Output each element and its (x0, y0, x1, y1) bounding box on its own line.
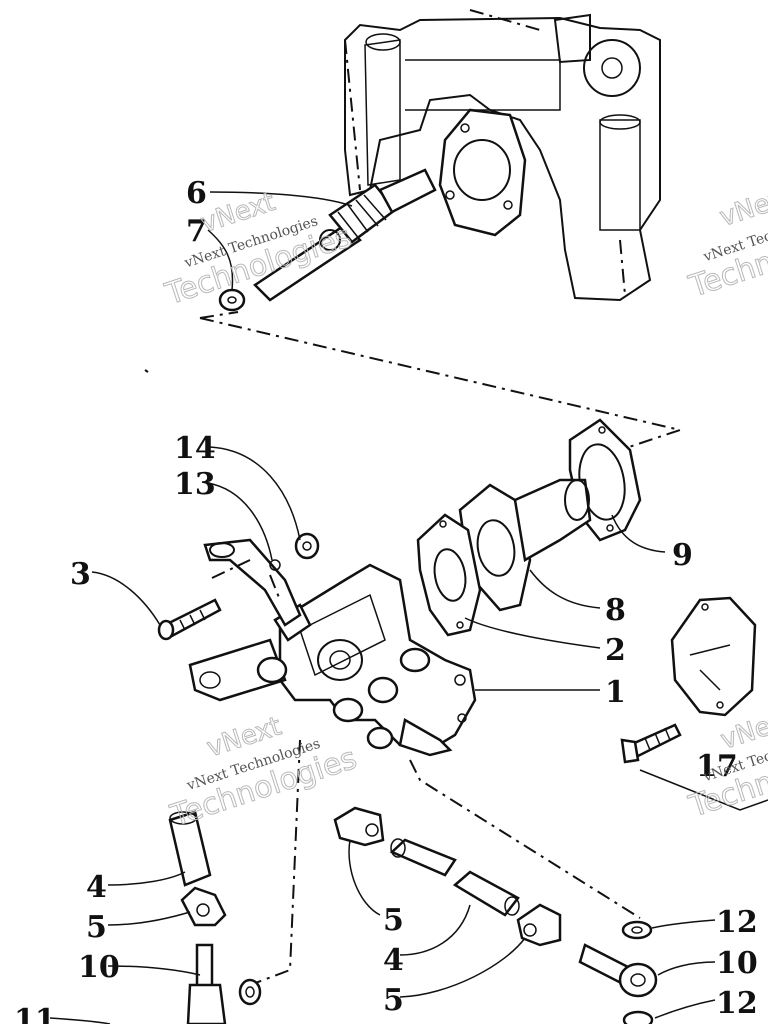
control-lever-13 (203, 538, 302, 627)
callout-10-right: 10 (716, 946, 758, 981)
clamp-upper-right (333, 806, 385, 847)
screw-3 (157, 598, 222, 641)
crankcase-pump-flange (438, 108, 527, 237)
callout-2: 2 (605, 633, 626, 668)
oil-line-left (168, 810, 212, 887)
callout-13: 13 (174, 467, 216, 502)
callout-8: 8 (605, 593, 626, 628)
washer-left (238, 978, 262, 1006)
callout-4-left: 4 (86, 870, 107, 905)
watermark-top-right: vNext Technologies vNext Technologies (684, 180, 768, 305)
callout-5-lower-right: 5 (383, 983, 404, 1018)
pump-drive-shaft (253, 168, 437, 302)
callout-9: 9 (672, 538, 693, 573)
callout-5-left: 5 (86, 910, 107, 945)
callout-6: 6 (186, 176, 207, 211)
callout-17: 17 (696, 749, 738, 784)
callout-14: 14 (174, 431, 216, 466)
watermark-top-left: vNext Technologies vNext Technologies (160, 187, 356, 313)
oil-pump-body-1 (188, 563, 477, 757)
clamp-left (180, 886, 227, 927)
leader-lines (49, 191, 716, 1024)
washer-14 (294, 532, 320, 560)
banjo-fitting-right (578, 943, 658, 998)
callout-7: 7 (186, 214, 207, 249)
callout-3: 3 (70, 557, 91, 592)
screw-17 (620, 723, 682, 764)
engine-crankcase (344, 9, 661, 302)
cover-plate (670, 596, 757, 717)
gasket-2 (416, 513, 482, 637)
callout-1: 1 (605, 675, 626, 710)
svg-text:vNext: vNext (716, 181, 768, 233)
oil-line-right-b (452, 870, 520, 917)
callout-labels: 6 7 14 13 3 9 8 2 1 17 4 5 10 11 5 4 5 1… (14, 176, 758, 1024)
callout-12-lower: 12 (716, 986, 758, 1021)
callout-5-upper-right: 5 (383, 903, 404, 938)
washer-right-upper (621, 920, 653, 940)
callout-11: 11 (14, 1003, 56, 1024)
watermark-bottom-left: vNext Technologies vNext Technologies (165, 711, 361, 835)
fitting-left (186, 943, 227, 1024)
callout-12-upper: 12 (716, 905, 758, 940)
oil-line-right-a (389, 838, 457, 877)
washer-right-lower (622, 1010, 654, 1024)
callout-4-right: 4 (383, 943, 404, 978)
clamp-lower-right (516, 903, 562, 947)
callout-10-left: 10 (78, 950, 120, 985)
